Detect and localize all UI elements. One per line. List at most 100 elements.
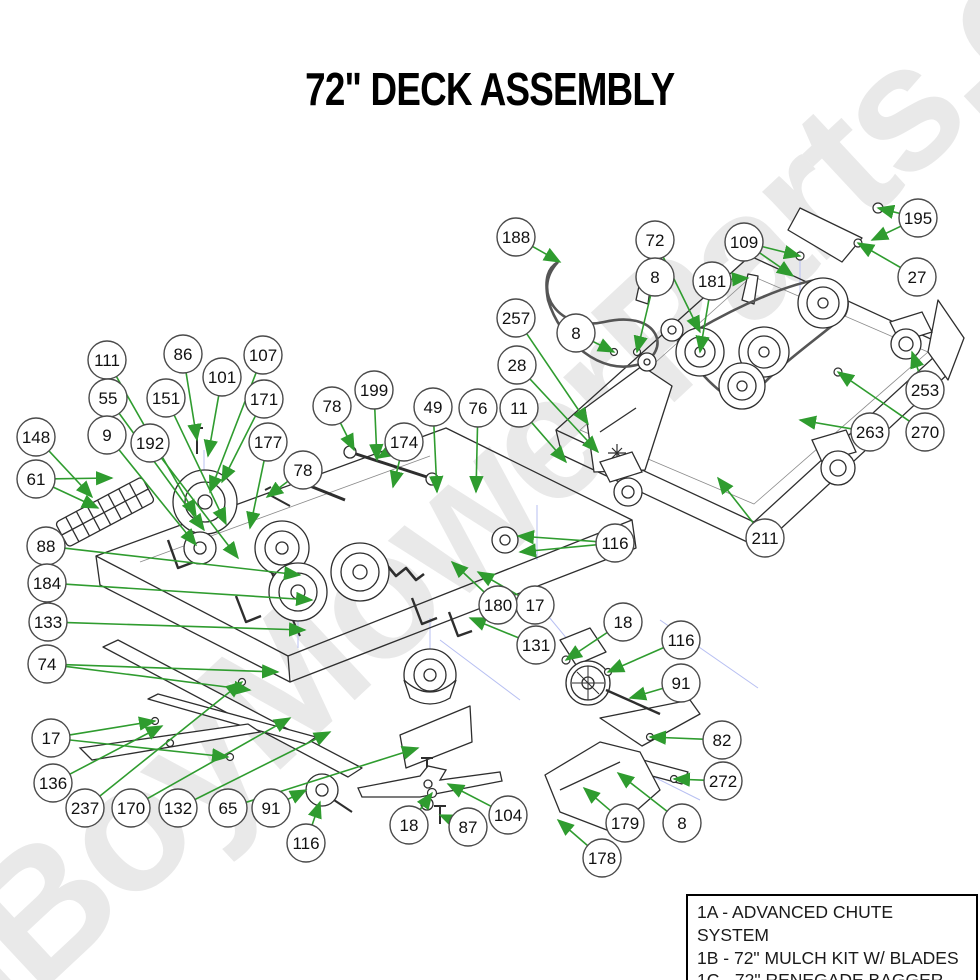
leader-line	[429, 425, 444, 494]
callout-number: 133	[34, 613, 62, 632]
callout-number: 11	[510, 399, 528, 418]
leader-line	[628, 686, 664, 701]
callout-circle	[850, 412, 890, 452]
callout-circle	[87, 415, 127, 455]
callout-number: 74	[38, 655, 57, 674]
leader-line	[516, 529, 597, 545]
legend-box: 1A - ADVANCED CHUTE SYSTEM 1B - 72" MULC…	[686, 894, 978, 980]
callout-number: 111	[94, 351, 120, 370]
callout-circle	[905, 370, 945, 410]
leader-line	[221, 415, 257, 484]
callout-number: 18	[614, 613, 633, 632]
callout-104: 104	[446, 783, 528, 835]
leader-line	[526, 333, 589, 426]
callout-192: 192	[130, 423, 239, 560]
callout-circle	[497, 345, 537, 385]
leader-line	[416, 791, 433, 811]
callout-circle	[33, 763, 73, 803]
callout-circle	[703, 761, 743, 801]
callout-number: 17	[42, 729, 61, 748]
callout-circle	[244, 379, 284, 419]
page-title-text: 72" DECK ASSEMBLY	[305, 63, 675, 115]
callout-178: 178	[556, 818, 622, 878]
callout-78: 78	[312, 386, 355, 452]
callout-270: 270	[836, 371, 945, 452]
leader-line	[717, 476, 754, 524]
callout-circle	[389, 805, 429, 845]
callout-circle	[111, 788, 151, 828]
callout-circle	[702, 720, 742, 760]
callout-circle	[488, 795, 528, 835]
leader-line	[185, 372, 202, 442]
callout-number: 237	[71, 799, 99, 818]
leader-line	[265, 480, 289, 498]
callout-number: 180	[484, 596, 512, 615]
lower-pulleys	[172, 469, 457, 705]
callout-number: 192	[136, 434, 164, 453]
leader-line	[287, 789, 308, 804]
callout-number: 263	[856, 423, 884, 442]
callout-circle	[635, 257, 675, 297]
callout-9: 9	[87, 415, 198, 547]
callout-circle	[603, 602, 643, 642]
leader-line	[446, 783, 492, 808]
leader-line	[65, 583, 314, 607]
leader-line	[65, 663, 280, 679]
callout-272: 272	[672, 761, 743, 801]
callout-111: 111	[87, 340, 197, 518]
callout-76: 76	[458, 388, 498, 494]
callout-circle	[31, 718, 71, 758]
callout-number: 8	[650, 268, 659, 287]
callout-circle	[65, 788, 105, 828]
leader-line	[173, 414, 227, 526]
callout-circle	[158, 788, 198, 828]
callout-number: 78	[323, 397, 342, 416]
leader-line	[469, 426, 484, 494]
callout-number: 8	[571, 324, 580, 343]
callout-181: 181	[692, 261, 750, 354]
leader-line	[695, 299, 710, 354]
callout-circle	[556, 313, 596, 353]
callout-211: 211	[717, 476, 785, 558]
callout-circle	[448, 807, 488, 847]
callout-circle	[905, 412, 945, 452]
leader-line	[203, 395, 220, 458]
leader-line	[48, 450, 94, 499]
callout-number: 253	[911, 381, 939, 400]
callout-circle	[163, 334, 203, 374]
callout-number: 104	[494, 806, 522, 825]
callout-number: 87	[459, 818, 478, 837]
callout-number: 86	[174, 345, 193, 364]
callout-number: 136	[39, 774, 67, 793]
callout-8: 8	[633, 257, 675, 354]
callout-184: 184	[27, 563, 314, 607]
callout-circle	[312, 386, 352, 426]
callout-circle	[251, 788, 291, 828]
callout-91: 91	[251, 788, 308, 828]
leader-line	[616, 772, 668, 812]
callout-88: 88	[26, 526, 302, 581]
leader-line	[530, 421, 568, 464]
callout-circle	[248, 422, 288, 462]
callout-number: 107	[249, 346, 277, 365]
callout-number: 65	[219, 799, 238, 818]
upper-rollers	[599, 311, 933, 507]
blades	[78, 723, 503, 798]
leader-line	[389, 460, 404, 489]
leader-line	[532, 245, 562, 263]
callout-116: 116	[606, 620, 701, 673]
callout-74: 74	[27, 644, 280, 696]
callout-circle	[27, 563, 67, 603]
leader-line	[836, 371, 910, 422]
callout-circle	[478, 585, 518, 625]
leader-line	[592, 338, 616, 353]
leader-line	[54, 471, 114, 486]
callout-circle	[516, 625, 556, 665]
leader-line	[730, 272, 750, 287]
callout-179: 179	[582, 786, 645, 843]
callout-number: 88	[37, 537, 56, 556]
callout-number: 116	[601, 534, 628, 553]
leader-line	[564, 631, 608, 661]
